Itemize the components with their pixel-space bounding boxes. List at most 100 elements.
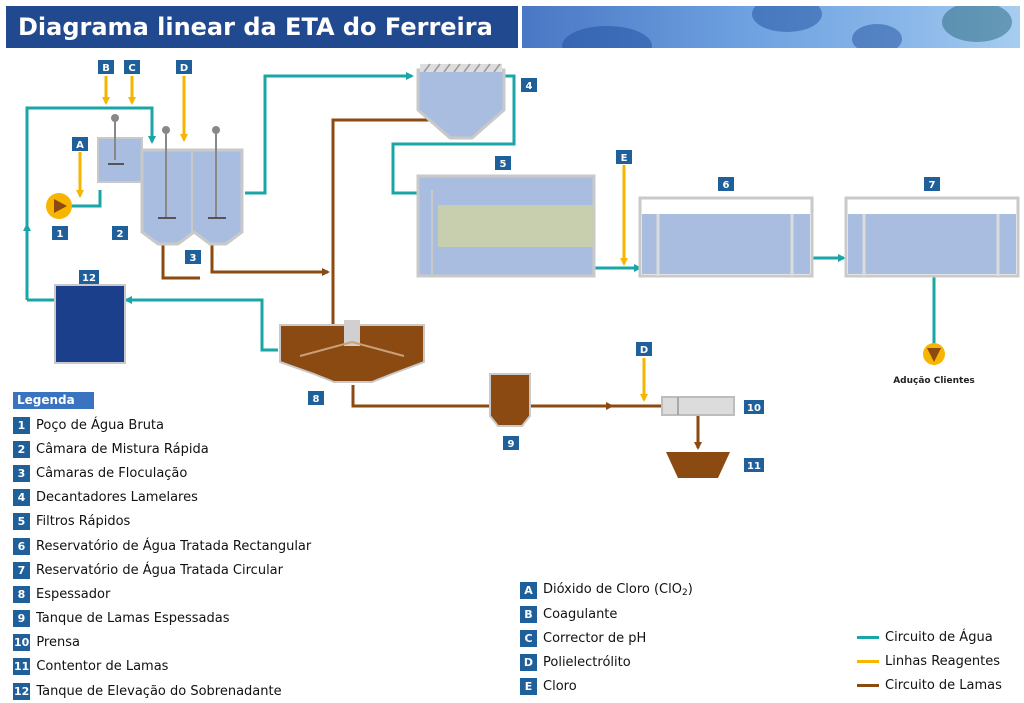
legend-label: Poço de Água Bruta: [36, 417, 164, 433]
reagent-item: C Corrector de pH: [520, 626, 820, 650]
legend-item: 7 Reservatório de Água Tratada Circular: [13, 558, 453, 582]
tag-6: 6: [718, 177, 734, 191]
legend-item: 8 Espessador: [13, 582, 453, 606]
reagent-lines: [76, 76, 648, 402]
title-bar: Diagrama linear da ETA do Ferreira: [6, 6, 518, 48]
reagent-letter: B: [520, 605, 537, 623]
reagent-letter: D: [520, 654, 537, 672]
reagent-letter: C: [520, 629, 537, 647]
tag-d-flocculation: D: [176, 60, 192, 74]
tag-c: C: [124, 60, 140, 74]
svg-text:1: 1: [57, 229, 64, 240]
thickened-sludge-tank: [489, 373, 531, 427]
legend-label: Contentor de Lamas: [36, 659, 169, 675]
tag-10: 10: [744, 400, 764, 414]
lamellar-decanter: [416, 63, 506, 140]
client-supply-valve: [923, 343, 945, 365]
tag-b: B: [98, 60, 114, 74]
legend-item: 10 Prensa: [13, 631, 453, 655]
legend-number: 9: [13, 610, 30, 628]
reagent-letter: E: [520, 678, 537, 696]
legend-line-types: Circuito de Água Linhas Reagentes Circui…: [857, 625, 1022, 697]
equipment-number-tags: 1 2 3 4 5 6 7 8 9 10 11 12: [52, 78, 940, 472]
legend-label: Reservatório de Água Tratada Rectangular: [36, 538, 312, 554]
tag-a: A: [72, 137, 88, 151]
line-type-item: Circuito de Água: [857, 625, 1022, 649]
legend-label: Câmaras de Floculação: [36, 465, 188, 481]
svg-text:12: 12: [82, 273, 96, 284]
legend-item: 9 Tanque de Lamas Espessadas: [13, 607, 453, 631]
reagent-label: Cloro: [543, 679, 577, 695]
svg-text:D: D: [640, 345, 648, 356]
legend-number: 7: [13, 561, 30, 579]
line-type-label: Circuito de Lamas: [885, 677, 1002, 693]
reagent-letter-tags: A B C D E D: [72, 60, 652, 356]
svg-text:D: D: [180, 63, 188, 74]
svg-text:A: A: [76, 140, 84, 151]
water-circuit-swatch: [857, 635, 879, 639]
filter-press: [661, 396, 735, 416]
reagent-label: Polielectrólito: [543, 655, 631, 671]
reagent-label: Coagulante: [543, 606, 618, 622]
reagent-item: D Polielectrólito: [520, 651, 820, 675]
rectangular-treated-water-reservoir: [638, 196, 814, 278]
svg-text:4: 4: [526, 81, 533, 92]
tag-1: 1: [52, 226, 68, 240]
circular-treated-water-reservoir: [844, 196, 1020, 278]
legend-item: 1 Poço de Água Bruta: [13, 413, 453, 437]
legend-reagent-list: A Dióxido de Cloro (ClO2) B Coagulante C Co…: [520, 578, 820, 699]
tag-4: 4: [521, 78, 537, 92]
legend-title: Legenda: [13, 392, 94, 409]
reagent-item: B Coagulante: [520, 602, 820, 626]
rapid-mix-chamber: [97, 114, 143, 183]
legend-label: Tanque de Lamas Espessadas: [36, 611, 230, 627]
reagent-label: Dióxido de Cloro (ClO2): [543, 582, 693, 599]
client-supply-label: Adução Clientes: [893, 376, 975, 386]
tag-12: 12: [79, 270, 99, 284]
svg-text:C: C: [128, 63, 135, 74]
reagent-item: A Dióxido de Cloro (ClO2): [520, 578, 820, 602]
legend-number: 4: [13, 489, 30, 507]
raw-water-pump: [46, 193, 72, 219]
tag-11: 11: [744, 458, 764, 472]
legend-number: 1: [13, 416, 30, 434]
svg-text:10: 10: [747, 403, 761, 414]
tag-5: 5: [495, 156, 511, 170]
svg-text:2: 2: [117, 229, 124, 240]
legend-label: Decantadores Lamelares: [36, 490, 198, 506]
line-type-item: Circuito de Lamas: [857, 673, 1022, 697]
svg-text:7: 7: [929, 180, 936, 191]
svg-text:3: 3: [190, 253, 197, 264]
reagent-label: Corrector de pH: [543, 630, 647, 646]
tag-2: 2: [112, 226, 128, 240]
page-title: Diagrama linear da ETA do Ferreira: [18, 13, 493, 41]
legend-number: 12: [13, 682, 31, 700]
legend-label: Espessador: [36, 586, 111, 602]
svg-text:9: 9: [508, 439, 515, 450]
legend-number: 8: [13, 585, 30, 603]
line-type-item: Linhas Reagentes: [857, 649, 1022, 673]
legend-number: 10: [13, 634, 31, 652]
reagent-letter: A: [520, 581, 537, 599]
tag-d-press: D: [636, 342, 652, 356]
tag-7: 7: [924, 177, 940, 191]
svg-text:11: 11: [747, 461, 761, 472]
header-banner-image: [522, 6, 1020, 48]
sludge-circuit-swatch: [857, 683, 879, 687]
tag-8: 8: [308, 391, 324, 405]
legend-label: Prensa: [36, 635, 80, 651]
water-circuit-lines: [23, 72, 936, 352]
line-type-label: Linhas Reagentes: [885, 653, 1000, 669]
legend-label: Reservatório de Água Tratada Circular: [36, 562, 283, 578]
flocculation-chambers: [140, 126, 244, 246]
svg-text:6: 6: [723, 180, 730, 191]
svg-text:8: 8: [313, 394, 320, 405]
tag-3: 3: [185, 250, 201, 264]
legend-number: 2: [13, 440, 30, 458]
